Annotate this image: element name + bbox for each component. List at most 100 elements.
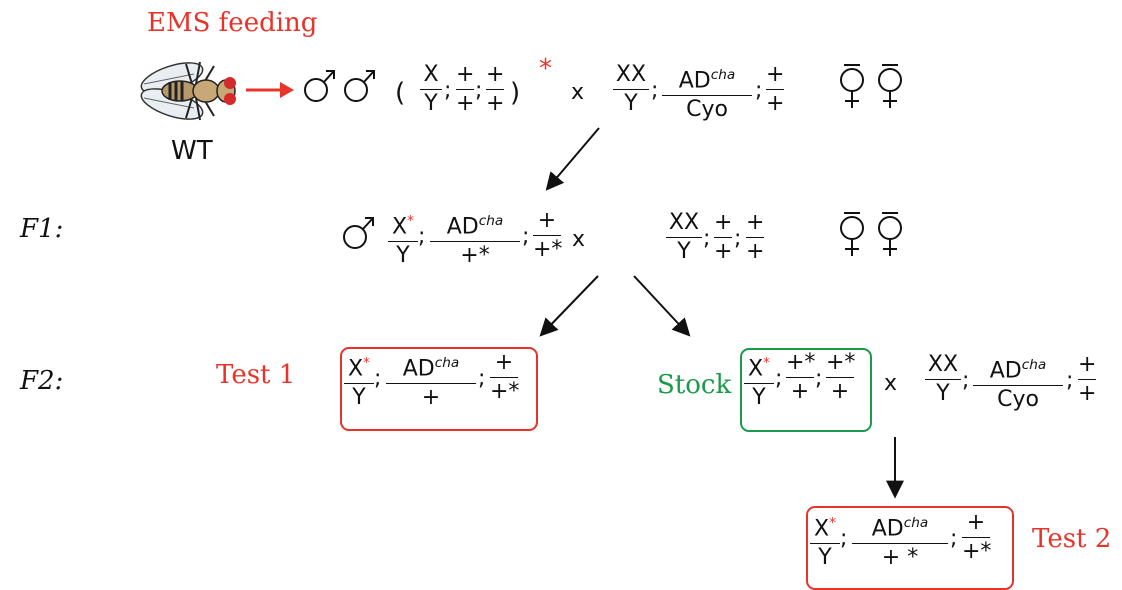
chrom-ad-cha: ADcha xyxy=(386,350,476,382)
frac-bar xyxy=(420,89,442,90)
cha-superscript: cha xyxy=(434,355,460,371)
test1-x-star-over-y: X* Y xyxy=(344,350,374,411)
plus: + xyxy=(421,385,441,411)
arrow-to-test1 xyxy=(539,275,599,337)
male-symbol-icon xyxy=(344,70,375,102)
arrow-to-f1 xyxy=(545,127,600,191)
stock-chrom3: +* + xyxy=(826,350,856,405)
open-paren: ( xyxy=(395,78,406,108)
genotype-ad-over-cyo: ADcha Cyo xyxy=(662,62,752,123)
chrom-x-star: X* xyxy=(344,350,374,382)
test2-x-star-over-y: X* Y xyxy=(810,510,840,571)
plus: + xyxy=(486,62,505,87)
frac-bar xyxy=(826,377,854,378)
chrom-y: Y xyxy=(424,91,438,116)
chrom-ad-cha: ADcha xyxy=(430,208,520,240)
frac-bar xyxy=(714,237,732,238)
chrom-x-star: X* xyxy=(810,510,840,542)
frac-bar xyxy=(746,237,764,238)
plus: + xyxy=(486,91,505,116)
test2-ad-over-plus-star: ADcha + * xyxy=(852,510,948,571)
chrom-ad: AD xyxy=(989,358,1022,384)
semicolon: ; xyxy=(703,226,711,251)
semicolon: ; xyxy=(444,78,452,103)
plus: + xyxy=(456,91,475,116)
frac-bar xyxy=(1078,379,1096,380)
plus: + xyxy=(1078,352,1097,377)
stock-x-star-over-y: X* Y xyxy=(744,350,774,411)
f1-genotype-chrom3: + +* xyxy=(533,208,562,263)
chrom-y: Y xyxy=(677,239,691,264)
plus: + xyxy=(766,62,785,87)
f1-female-xx-over-y: XX Y xyxy=(666,210,702,265)
frac-bar xyxy=(666,237,702,238)
plus-star: +* xyxy=(786,350,816,375)
chrom-x-star: X* xyxy=(388,208,418,240)
semicolon: ; xyxy=(475,78,483,103)
test2-chrom3: + +* xyxy=(962,510,991,565)
cross-symbol: x xyxy=(571,80,585,105)
plus-star: +* xyxy=(826,350,856,375)
frac-bar xyxy=(962,537,990,538)
chrom-y: Y xyxy=(396,243,410,269)
chrom-x: X xyxy=(348,356,364,382)
stock-female-ad-over-cyo: ADcha Cyo xyxy=(973,352,1063,413)
ems-feeding-label: EMS feeding xyxy=(147,8,318,38)
chrom-y: Y xyxy=(936,381,950,406)
frac-bar xyxy=(613,89,649,90)
plus: + xyxy=(456,62,475,87)
plus: + xyxy=(830,379,850,404)
test2-label: Test 2 xyxy=(1032,524,1112,554)
plus: + xyxy=(537,208,557,233)
cha-superscript: cha xyxy=(903,515,929,531)
frac-bar xyxy=(344,383,374,385)
test1-ad-over-plus: ADcha + xyxy=(386,350,476,411)
arrow-to-stock xyxy=(633,275,691,337)
plus: + xyxy=(966,510,986,535)
female-symbol-icon xyxy=(878,64,902,108)
test1-genotype-box xyxy=(340,347,538,431)
female-symbol-icon xyxy=(840,64,864,108)
frac-bar xyxy=(533,235,561,236)
chrom-y: Y xyxy=(352,385,366,411)
chrom-ad: AD xyxy=(678,68,711,94)
frac-bar xyxy=(973,385,1063,387)
chrom-ad: AD xyxy=(446,214,479,240)
genotype-x-over-y: X Y xyxy=(420,62,442,117)
semicolon: ; xyxy=(755,78,763,103)
semicolon: ; xyxy=(815,366,823,391)
genotype-chrom3: + + xyxy=(486,62,504,117)
frac-bar xyxy=(386,383,476,385)
male-symbol-icon xyxy=(343,217,374,249)
stock-chrom2: +* + xyxy=(786,350,816,405)
plus: + xyxy=(714,239,733,264)
semicolon: ; xyxy=(418,224,426,249)
frac-bar xyxy=(430,241,520,243)
chrom-y: Y xyxy=(624,91,638,116)
frac-bar xyxy=(662,95,752,97)
chrom-ad: AD xyxy=(402,356,435,382)
cross-symbol: x xyxy=(572,227,586,252)
male-symbol-icon xyxy=(304,70,335,102)
mutation-star: * xyxy=(407,213,414,229)
chrom-x: X xyxy=(423,62,439,87)
arrow-icon xyxy=(246,82,294,98)
f1-genotype-ad-over-plus-star: ADcha +* xyxy=(430,208,520,269)
frac-bar xyxy=(766,89,784,90)
semicolon: ; xyxy=(775,366,783,391)
chrom-ad-cha: ADcha xyxy=(973,352,1063,384)
frac-bar xyxy=(925,379,961,380)
chrom-xx: XX xyxy=(668,210,700,235)
chrom-xx: XX xyxy=(615,62,647,87)
cha-superscript: cha xyxy=(478,213,504,229)
plus-star: +* xyxy=(460,243,490,269)
mutation-star: * xyxy=(763,355,770,371)
plus: + xyxy=(714,210,733,235)
plus: + xyxy=(494,350,514,375)
frac-bar xyxy=(388,241,418,243)
frac-bar xyxy=(456,89,474,90)
semicolon: ; xyxy=(374,366,382,391)
cha-superscript: cha xyxy=(710,67,736,83)
semicolon: ; xyxy=(522,224,530,249)
f1-female-chrom3: + + xyxy=(746,210,764,265)
